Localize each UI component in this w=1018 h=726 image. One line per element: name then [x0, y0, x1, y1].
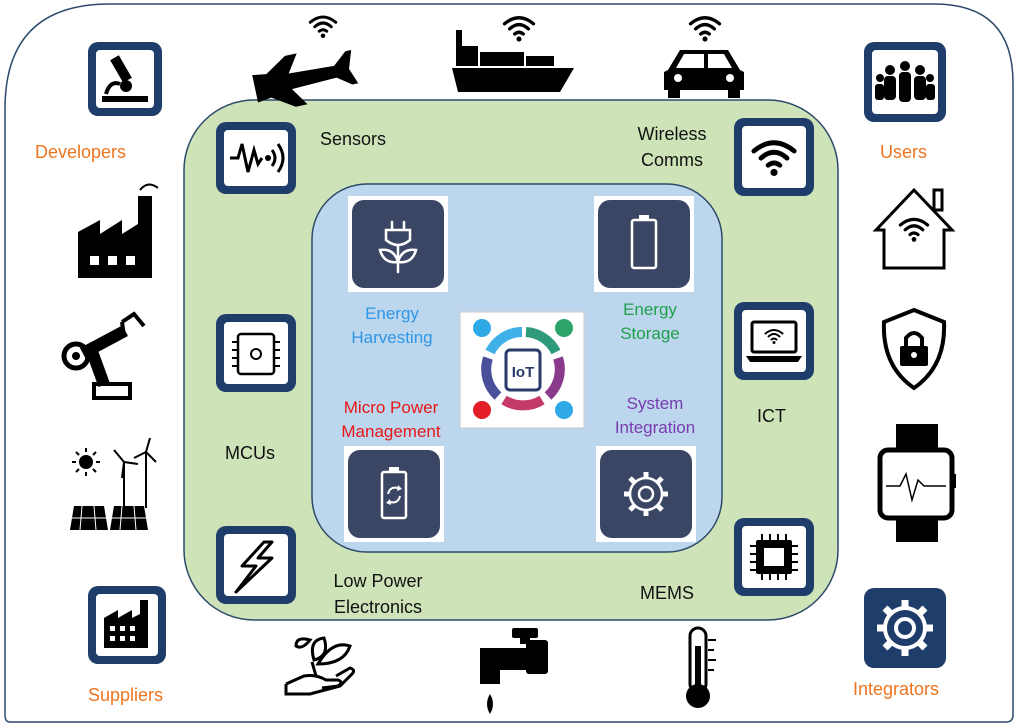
- sensor-wave-icon: [216, 122, 296, 194]
- users-group-icon: [864, 42, 946, 122]
- label-wireless-line1: Wireless: [637, 124, 707, 144]
- wifi-icon: [734, 118, 814, 196]
- mcu-chip-icon: [216, 314, 296, 392]
- label-developers: Developers: [35, 142, 127, 162]
- lightning-icon: [216, 526, 296, 604]
- ship-wifi-icon: [452, 16, 574, 92]
- label-integrators: Integrators: [853, 679, 940, 699]
- smart-home-icon: [872, 187, 956, 270]
- label-micro-power-management: Micro Power Management: [326, 396, 456, 444]
- water-tap-icon: [480, 628, 548, 714]
- car-wifi-icon: [664, 16, 744, 98]
- battery-cycle-icon: [344, 446, 444, 542]
- integrator-gear-icon: [864, 588, 946, 668]
- iot-logo-icon: IoT: [459, 311, 585, 429]
- label-mcus: MCUs: [225, 443, 275, 463]
- label-micro-line2: Management: [341, 422, 441, 441]
- airplane-wifi-icon: [252, 15, 359, 107]
- robot-arm-icon: [61, 311, 146, 400]
- label-harvesting-line1: Energy: [365, 304, 419, 323]
- label-storage-line1: Energy: [623, 300, 677, 319]
- battery-icon: [594, 196, 694, 292]
- label-low-power-electronics: Low Power Electronics: [316, 568, 440, 620]
- mems-chip-icon: [734, 518, 814, 596]
- label-energy-storage: Energy Storage: [600, 298, 700, 346]
- smartwatch-icon: [877, 424, 956, 542]
- gear-icon: [596, 446, 696, 542]
- microscope-icon: [88, 42, 162, 116]
- label-users: Users: [880, 142, 928, 162]
- iot-logo-text: IoT: [512, 364, 535, 381]
- label-ict: ICT: [757, 406, 786, 426]
- label-wireless-line2: Comms: [641, 150, 703, 170]
- laptop-wifi-icon: [734, 302, 814, 380]
- thermometer-icon: [686, 626, 716, 708]
- plant-hand-icon: [284, 636, 356, 696]
- label-low-power-line1: Low Power: [333, 571, 423, 591]
- label-micro-line1: Micro Power: [343, 398, 439, 417]
- label-suppliers: Suppliers: [88, 685, 164, 705]
- solar-wind-icon: [70, 437, 157, 531]
- security-shield-icon: [881, 307, 947, 391]
- label-system-line2: Integration: [614, 418, 696, 437]
- label-system-integration: System Integration: [600, 392, 710, 440]
- label-wireless-comms: Wireless Comms: [624, 121, 720, 173]
- label-harvesting-line2: Harvesting: [351, 328, 433, 347]
- label-low-power-line2: Electronics: [333, 597, 423, 617]
- label-storage-line2: Storage: [620, 324, 680, 343]
- label-energy-harvesting: Energy Harvesting: [334, 302, 450, 350]
- supplier-factory-icon: [88, 586, 166, 664]
- factory-icon: [78, 183, 159, 278]
- label-system-line1: System: [626, 394, 684, 413]
- label-mems: MEMS: [640, 583, 694, 603]
- plug-leaf-icon: [348, 196, 448, 292]
- label-sensors: Sensors: [320, 129, 387, 149]
